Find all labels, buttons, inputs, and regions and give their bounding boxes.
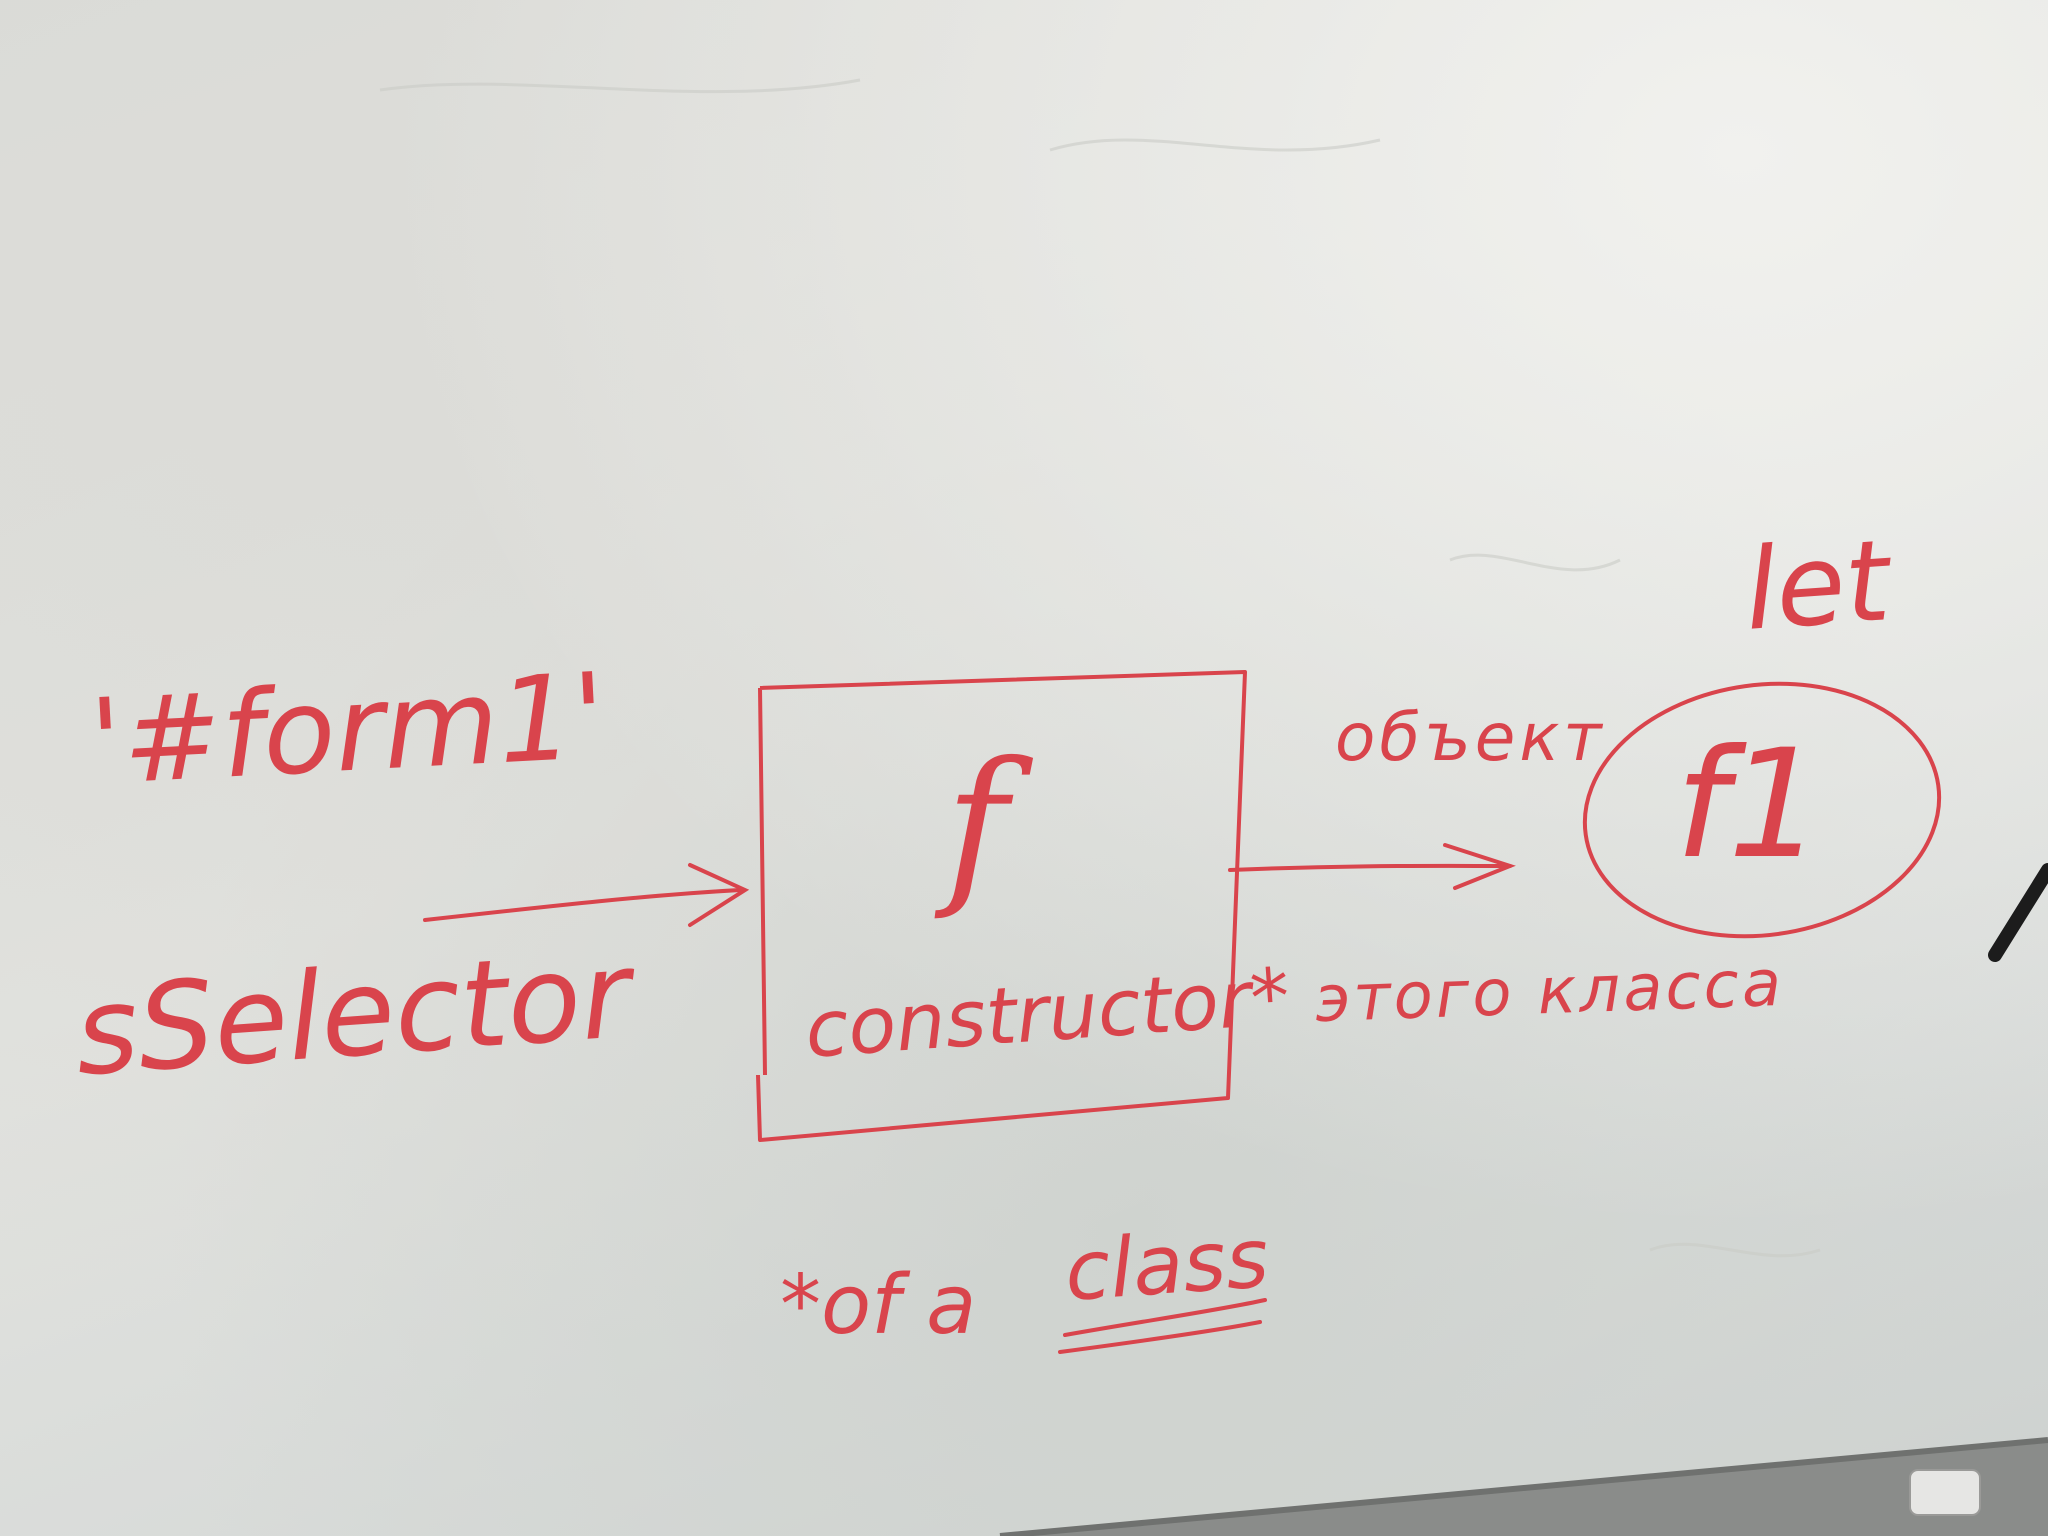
marker-pen <box>1988 863 2048 962</box>
tray-edge <box>999 1437 2048 1536</box>
output-label-top: объект <box>1335 699 1606 776</box>
constructor-box <box>756 670 1247 1142</box>
ghost-marks <box>379 78 1821 1258</box>
footnote-class-text: class <box>1061 1211 1272 1320</box>
output-label-bottom: этого класса <box>1313 946 1786 1038</box>
footnote-text: *of a <box>780 1258 977 1353</box>
function-symbol: f <box>945 726 1008 924</box>
output-arrow <box>1228 843 1516 890</box>
instance-oval <box>1582 681 1942 939</box>
input-value-text: '#form1' <box>86 646 610 812</box>
let-keyword: let <box>1740 516 1894 656</box>
class-underline <box>1058 1298 1267 1354</box>
instance-name: f1 <box>1675 718 1824 892</box>
input-arrow <box>423 863 750 927</box>
tray-mount <box>1909 1469 1981 1516</box>
